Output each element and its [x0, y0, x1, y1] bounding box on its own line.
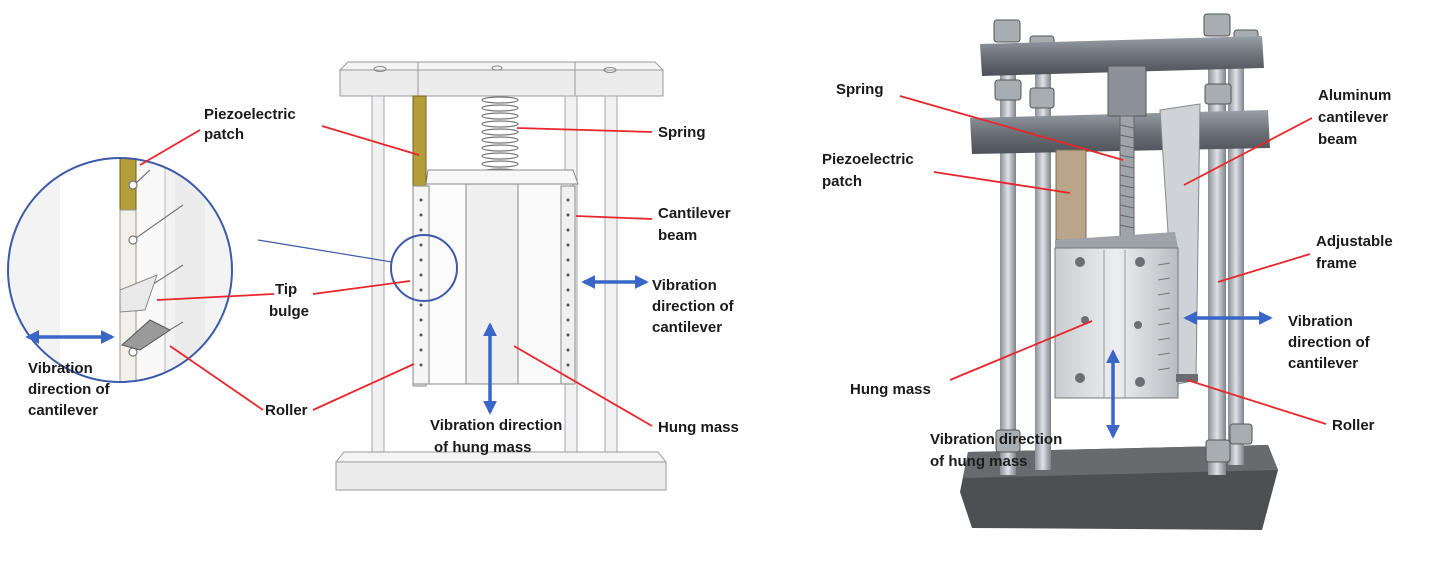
cad-piezo-patch	[412, 95, 427, 187]
cad-drawing	[257, 61, 668, 491]
cad-top-plate	[338, 61, 665, 97]
label-hung-mass-right: Hung mass	[850, 381, 931, 398]
zoom-inset	[7, 157, 233, 383]
photo-top-bar	[980, 36, 1264, 76]
left-arrows	[25, 275, 649, 415]
left-callout-lines	[139, 125, 653, 427]
right-callout-lines	[899, 95, 1327, 425]
photo-roller	[1176, 374, 1198, 382]
label-spring-right: Spring	[836, 81, 884, 98]
cad-bottom-plate	[334, 451, 668, 491]
roller-shape	[120, 319, 171, 351]
label-hung-mass-left: Hung mass	[658, 419, 739, 436]
photo-rods	[1000, 60, 1244, 475]
tip-bulge-shape	[119, 274, 158, 313]
cad-hung-mass	[425, 169, 579, 385]
cad-slot-plate-right	[560, 185, 576, 385]
zoom-connector	[257, 239, 393, 263]
photo-piezo-patch	[1055, 149, 1087, 241]
detail-circle	[390, 234, 458, 302]
label-roller-right: Roller	[1332, 417, 1375, 434]
photo-nuts	[993, 13, 1259, 463]
photo-hung-mass	[1054, 232, 1179, 399]
cad-slot-plate-left	[412, 185, 430, 385]
right-arrows	[1106, 311, 1273, 439]
label-roller-left: Roller	[265, 402, 308, 419]
label-spring-left: Spring	[658, 124, 706, 141]
